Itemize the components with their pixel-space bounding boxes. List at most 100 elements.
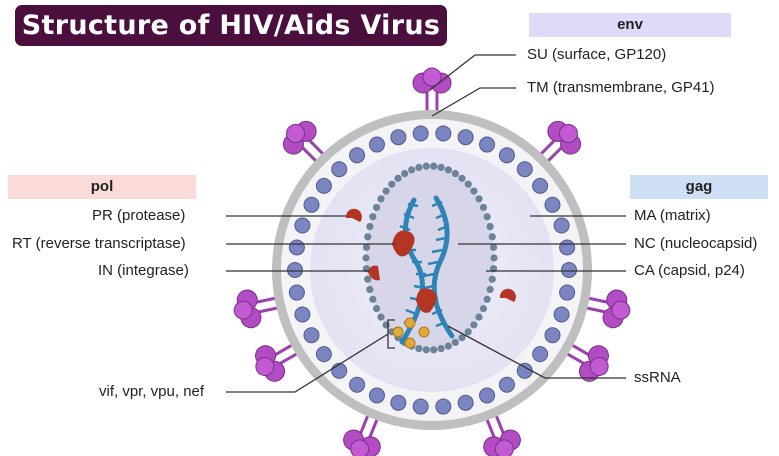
pol-group-header: pol [8, 175, 196, 199]
capsid-protein [364, 233, 372, 241]
capsid-protein [388, 180, 396, 188]
matrix-protein [479, 387, 496, 404]
matrix-protein [457, 394, 474, 411]
capsid-protein [475, 313, 483, 321]
matrix-protein [516, 161, 533, 178]
matrix-protein [544, 196, 561, 213]
matrix-protein [532, 346, 549, 363]
capsid-protein [366, 222, 374, 231]
protease-icon [499, 288, 516, 302]
matrix-protein [532, 177, 549, 194]
matrix-protein [435, 125, 452, 142]
matrix-protein [303, 327, 320, 344]
capsid-protein [422, 162, 430, 170]
capsid-protein [444, 166, 452, 174]
capsid-protein [479, 304, 488, 313]
capsid-protein [486, 285, 494, 294]
ssrna-strand [431, 195, 455, 339]
capsid-protein [488, 275, 496, 283]
matrix-protein [561, 262, 577, 278]
matrix-protein [498, 376, 515, 393]
integrase-label: IN (integrase) [98, 262, 189, 279]
capsid-protein [483, 213, 491, 221]
gp120-gp41-spike [282, 120, 331, 169]
tm-label: TM (transmembrane, GP41) [527, 79, 715, 96]
matrix-protein [516, 362, 533, 379]
matrix-protein [544, 327, 561, 344]
capsid-protein [377, 313, 385, 321]
enzymes [345, 208, 516, 313]
reverse-transcriptase-icon [416, 288, 437, 313]
gp120-gp41-spike [558, 339, 609, 382]
matrix-protein [368, 387, 385, 404]
capsid-protein [444, 342, 452, 350]
capsid-protein [401, 169, 409, 178]
capsid-protein [458, 334, 466, 342]
capsid-protein [422, 346, 430, 354]
capsid-protein [415, 345, 423, 353]
capsid-protein [437, 163, 445, 171]
capsid-protein [475, 195, 483, 203]
capsid-protein [486, 222, 494, 231]
matrix-protein [412, 398, 429, 415]
capsid-protein [362, 243, 371, 251]
matrix-protein [435, 398, 452, 415]
matrix-protein [315, 346, 332, 363]
diagram-title: Structure of HIV/Aids Virus [15, 5, 447, 46]
matrix-protein [349, 376, 366, 393]
capsid-protein [451, 338, 459, 347]
capsid-protein [415, 163, 423, 171]
matrix-protein [559, 284, 576, 301]
capsid-protein [362, 254, 370, 262]
matrix-protein [288, 284, 305, 301]
protease-icon [345, 208, 362, 222]
capsid-protein [470, 187, 478, 195]
matrix-protein [390, 394, 407, 411]
capsid-protein [369, 213, 377, 221]
leader-lines [226, 54, 626, 393]
matrix-protein [553, 217, 570, 234]
capsid-protein [372, 203, 381, 212]
matrix-protein [303, 196, 320, 213]
gp120-gp41-spike [233, 289, 287, 329]
glycoprotein-spikes [233, 67, 631, 456]
matrix-protein [479, 136, 496, 153]
matrix-protein [559, 239, 576, 256]
matrix-protein [294, 217, 311, 234]
capsid-protein [372, 304, 381, 313]
matrix-protein [457, 129, 474, 146]
matrix-label: MA (matrix) [634, 207, 711, 224]
capsid-protein [470, 321, 478, 329]
integrase-icon [368, 265, 380, 281]
capsid-protein [430, 346, 438, 354]
matrix-protein [368, 136, 385, 153]
capsid-protein [366, 285, 374, 294]
capsid-protein [464, 180, 472, 188]
gag-group-header: gag [630, 175, 768, 199]
protease-label: PR (protease) [92, 207, 186, 224]
nucleocapsid-label: NC (nucleocapsid) [634, 235, 758, 252]
accessory-proteins [392, 317, 430, 349]
capsid-protein [369, 295, 377, 303]
gp120-gp41-spike [412, 67, 452, 120]
capsid-protein [382, 187, 390, 195]
capsid-protein [464, 328, 472, 336]
matrix-protein [412, 125, 429, 142]
accessory-proteins-label: vif, vpr, vpu, nef [99, 383, 205, 400]
capsid-protein [488, 233, 496, 241]
capsid-protein-layer [362, 162, 498, 354]
capsid-label: CA (capsid, p24) [634, 262, 745, 279]
matrix-protein [331, 362, 348, 379]
reverse-transcriptase-icon [392, 230, 415, 257]
capsid-protein [364, 275, 372, 283]
capsid-protein [451, 169, 459, 178]
matrix-protein [287, 262, 303, 278]
matrix-protein [498, 147, 515, 164]
capsid-protein [394, 174, 402, 182]
matrix-protein [315, 177, 332, 194]
capsid-protein [483, 295, 491, 303]
capsid-protein [479, 203, 488, 212]
capsid-protein [489, 243, 498, 251]
matrix-protein [294, 306, 311, 323]
